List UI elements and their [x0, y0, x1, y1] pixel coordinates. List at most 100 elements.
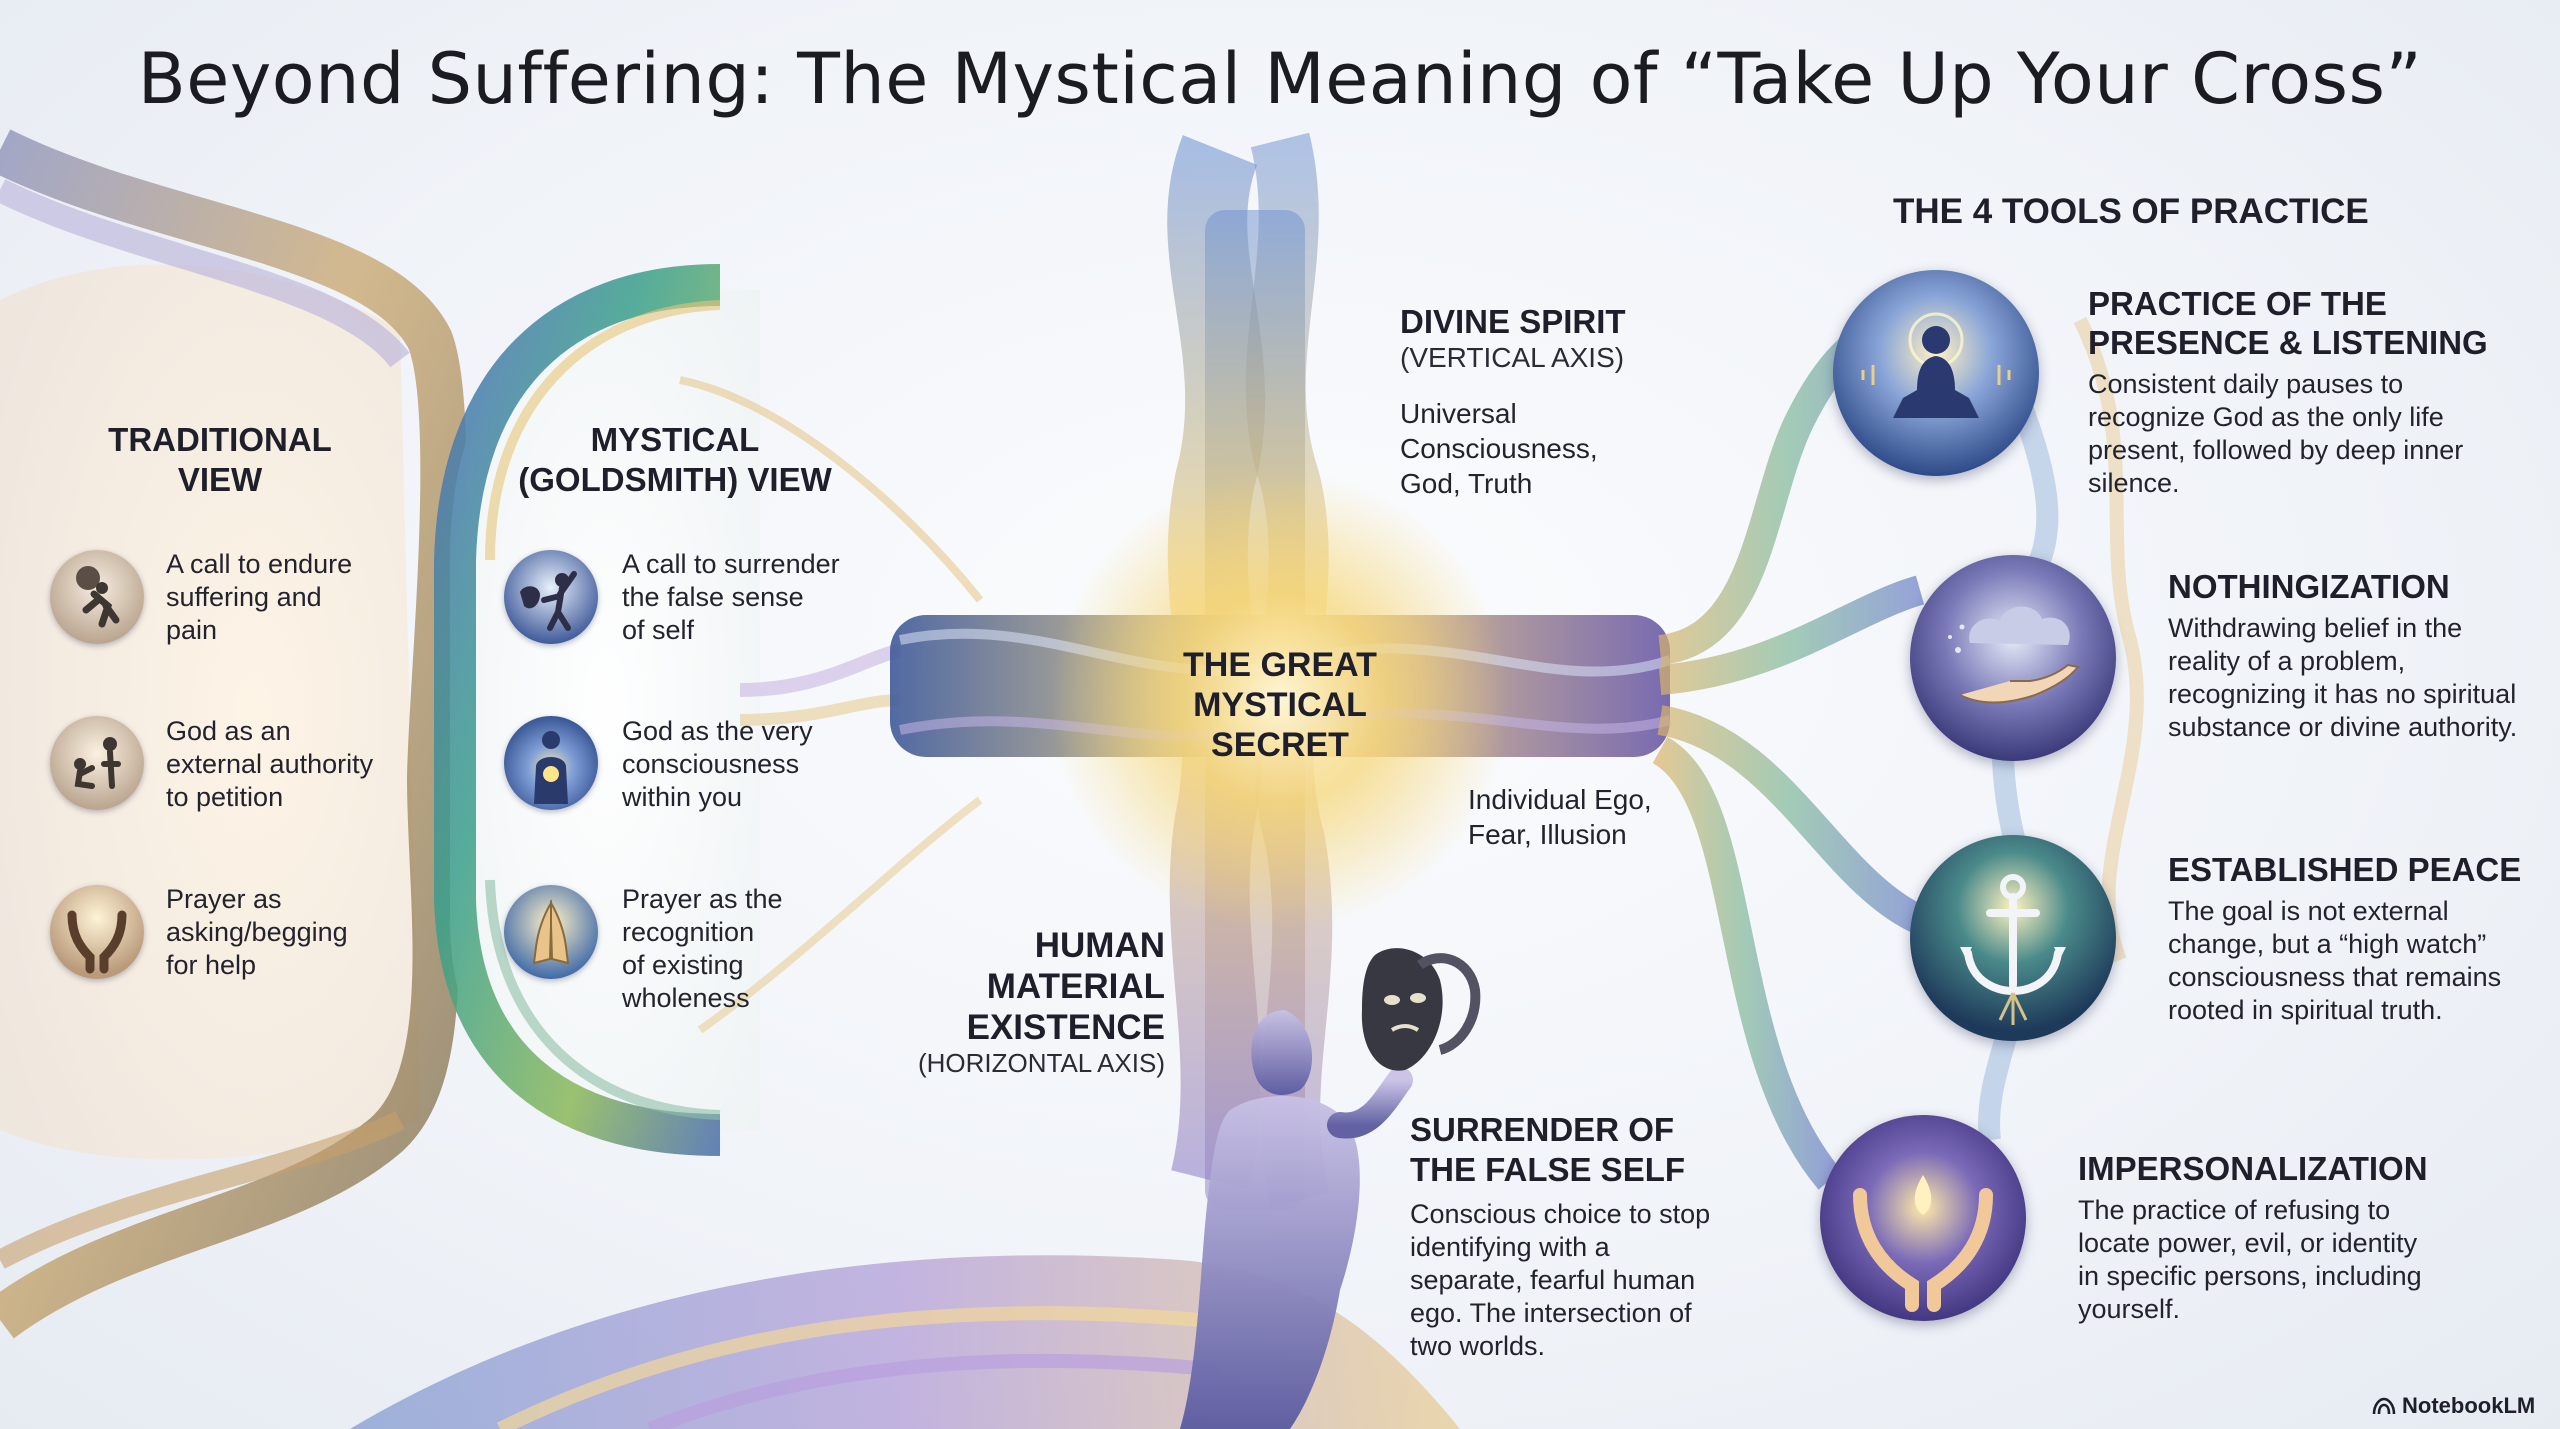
- tool-1-desc-line3: present, followed by deep inner: [2088, 435, 2464, 465]
- human-title-line1: HUMAN: [1034, 926, 1165, 965]
- traditional-heading-line1: TRADITIONAL: [108, 421, 332, 458]
- human-material-title: HUMAN MATERIAL EXISTENCE: [880, 925, 1165, 1048]
- tool-2-desc-line2: reality of a problem,: [2168, 646, 2406, 676]
- surrender-title-line2: THE FALSE SELF: [1410, 1151, 1686, 1188]
- mystical-heading-line2: (GOLDSMITH) VIEW: [518, 461, 832, 498]
- traditional-item-3: Prayer as asking/begging for help: [166, 883, 416, 982]
- center-line1: THE GREAT: [1183, 646, 1377, 684]
- page-title: Beyond Suffering: The Mystical Meaning o…: [137, 38, 2423, 120]
- mystical-item-1: A call to surrender the false sense of s…: [622, 548, 882, 647]
- cupped-hands-flame-icon: [1820, 1115, 2026, 1321]
- human-title-line3: EXISTENCE: [966, 1008, 1165, 1047]
- surrender-block: SURRENDER OF THE FALSE SELF Conscious ch…: [1410, 1110, 1740, 1363]
- tool-1-desc: Consistent daily pauses to recognize God…: [2088, 368, 2528, 500]
- mystical-item-3-line4: wholeness: [622, 983, 750, 1013]
- traditional-item-3-line2: asking/begging: [166, 917, 348, 947]
- vertical-axis-label: (VERTICAL AXIS): [1400, 342, 1625, 373]
- surrender-title: SURRENDER OF THE FALSE SELF: [1410, 1110, 1740, 1190]
- tool-4-title: IMPERSONALIZATION: [2078, 1150, 2428, 1187]
- tool-3: ESTABLISHED PEACE The goal is not extern…: [2168, 850, 2558, 1027]
- mystical-item-3-line3: of existing: [622, 950, 744, 980]
- traditional-heading-line2: VIEW: [177, 461, 263, 498]
- mystical-item-1-line3: of self: [622, 615, 695, 645]
- mask-release-icon: [504, 550, 598, 644]
- mystical-item-3: Prayer as the recognition of existing wh…: [622, 883, 882, 1015]
- divine-spirit-desc-line2: Consciousness,: [1400, 433, 1598, 464]
- tool-1-title-line1: PRACTICE OF THE: [2088, 285, 2387, 322]
- tool-4-desc-line4: yourself.: [2078, 1294, 2181, 1324]
- tool-1-desc-line4: silence.: [2088, 468, 2180, 498]
- tool-3-desc-line1: The goal is not external: [2168, 896, 2449, 926]
- human-title-line2: MATERIAL: [986, 967, 1165, 1006]
- traditional-item-1-line3: pain: [166, 615, 218, 645]
- mystical-item-2-line3: within you: [622, 782, 743, 812]
- human-material-existence-block: HUMAN MATERIAL EXISTENCE (HORIZONTAL AXI…: [880, 925, 1165, 1079]
- inner-light-icon: [504, 716, 598, 810]
- raised-hands-icon: [50, 885, 144, 979]
- tool-3-desc-line3: consciousness that remains: [2168, 962, 2502, 992]
- tool-2: NOTHINGIZATION Withdrawing belief in the…: [2168, 567, 2558, 744]
- brand-name: NotebookLM: [2402, 1393, 2536, 1418]
- tool-3-desc-line2: change, but a “high watch”: [2168, 929, 2487, 959]
- tool-1-desc-line1: Consistent daily pauses to: [2088, 369, 2404, 399]
- center-line2: MYSTICAL: [1193, 686, 1367, 724]
- center-line3: SECRET: [1211, 726, 1349, 764]
- tool-4: IMPERSONALIZATION The practice of refusi…: [2078, 1149, 2518, 1326]
- surrender-desc: Conscious choice to stop identifying wit…: [1410, 1198, 1740, 1363]
- divine-spirit-title: DIVINE SPIRIT: [1400, 303, 1626, 340]
- tool-2-desc: Withdrawing belief in the reality of a p…: [2168, 612, 2558, 744]
- traditional-view-heading: TRADITIONAL VIEW: [65, 420, 375, 500]
- tool-3-title: ESTABLISHED PEACE: [2168, 851, 2522, 888]
- tool-2-desc-line4: substance or divine authority.: [2168, 712, 2518, 742]
- mystical-heading-line1: MYSTICAL: [590, 421, 760, 458]
- surrender-desc-line2: identifying with a: [1410, 1232, 1610, 1262]
- mystical-item-2-line2: consciousness: [622, 749, 800, 779]
- divine-spirit-desc: Universal Consciousness, God, Truth: [1400, 396, 1700, 501]
- notebooklm-logo-icon: [2372, 1397, 2396, 1415]
- traditional-item-1-line2: suffering and: [166, 582, 322, 612]
- burden-carrier-icon: [50, 550, 144, 644]
- anchor-icon: [1910, 835, 2116, 1041]
- tool-2-desc-line1: Withdrawing belief in the: [2168, 613, 2463, 643]
- great-mystical-secret-label: THE GREAT MYSTICAL SECRET: [1140, 645, 1420, 765]
- brand-badge: NotebookLM: [2372, 1393, 2535, 1419]
- surrender-title-line1: SURRENDER OF: [1410, 1111, 1675, 1148]
- praying-hands-icon: [504, 885, 598, 979]
- surrender-desc-line1: Conscious choice to stop: [1410, 1199, 1711, 1229]
- tool-3-desc: The goal is not external change, but a “…: [2168, 895, 2558, 1027]
- mystical-view-heading: MYSTICAL (GOLDSMITH) VIEW: [505, 420, 845, 500]
- mystical-item-2-line1: God as the very: [622, 716, 813, 746]
- meditating-figure-icon: [1833, 270, 2039, 476]
- tool-1: PRACTICE OF THE PRESENCE & LISTENING Con…: [2088, 284, 2528, 500]
- surrender-desc-line3: separate, fearful human: [1410, 1265, 1696, 1295]
- traditional-item-1: A call to endure suffering and pain: [166, 548, 416, 647]
- surrender-desc-line5: two worlds.: [1410, 1331, 1546, 1361]
- ego-desc-line2: Fear, Illusion: [1468, 819, 1627, 850]
- tool-4-desc-line3: in specific persons, including: [2078, 1261, 2422, 1291]
- divine-spirit-block: DIVINE SPIRIT (VERTICAL AXIS) Universal …: [1400, 302, 1700, 501]
- mystical-item-2: God as the very consciousness within you: [622, 715, 882, 814]
- tool-4-desc: The practice of refusing to locate power…: [2078, 1194, 2518, 1326]
- traditional-item-2-line3: to petition: [166, 782, 284, 812]
- tools-heading: THE 4 TOOLS OF PRACTICE: [1893, 192, 2369, 231]
- tool-1-desc-line2: recognize God as the only life: [2088, 402, 2444, 432]
- divine-spirit-desc-line1: Universal: [1400, 398, 1517, 429]
- traditional-item-2: God as an external authority to petition: [166, 715, 416, 814]
- mystical-item-1-line1: A call to surrender: [622, 549, 840, 579]
- dissolving-cloud-icon: [1910, 555, 2116, 761]
- tool-4-desc-line1: The practice of refusing to: [2078, 1195, 2391, 1225]
- mystical-item-1-line2: the false sense: [622, 582, 804, 612]
- traditional-item-3-line1: Prayer as: [166, 884, 282, 914]
- tool-2-desc-line3: recognizing it has no spiritual: [2168, 679, 2517, 709]
- horizontal-axis-label: (HORIZONTAL AXIS): [917, 1048, 1165, 1078]
- individual-ego-desc: Individual Ego, Fear, Illusion: [1468, 782, 1708, 852]
- mystical-item-3-line1: Prayer as the: [622, 884, 783, 914]
- traditional-item-3-line3: for help: [166, 950, 257, 980]
- kneeling-petitioner-icon: [50, 716, 144, 810]
- figure-with-mask: [1180, 948, 1481, 1429]
- ego-desc-line1: Individual Ego,: [1468, 784, 1652, 815]
- traditional-item-2-line1: God as an: [166, 716, 291, 746]
- divine-spirit-desc-line3: God, Truth: [1400, 468, 1533, 499]
- traditional-item-2-line2: external authority: [166, 749, 374, 779]
